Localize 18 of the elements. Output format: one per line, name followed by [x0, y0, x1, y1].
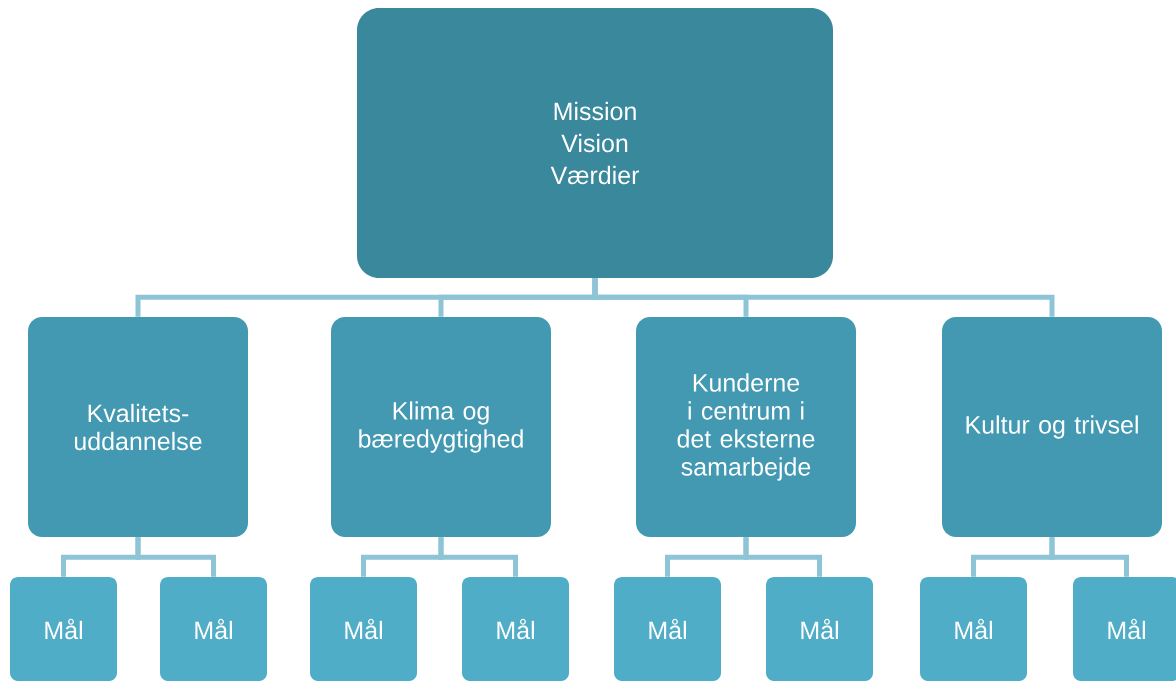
goal-box: Mål — [160, 577, 267, 681]
goal-box: Mål — [614, 577, 721, 681]
goal-area-box: Kvalitets-uddannelse — [28, 317, 248, 537]
goal-box: Mål — [462, 577, 569, 681]
goal-area-box: Klima og bæredygtighed — [331, 317, 551, 537]
goal-area-box: Kunderne i centrum i det eksterne samarbejde — [636, 317, 856, 537]
connector-line — [1049, 537, 1129, 577]
goal-area-box: Kultur og trivsel — [942, 317, 1162, 537]
connector-line — [135, 537, 216, 577]
goal-box: Mål — [310, 577, 417, 681]
goal-box: Mål — [920, 577, 1027, 681]
mission-box: Mission Vision Værdier — [357, 8, 833, 278]
connector-line — [438, 537, 518, 577]
connector-line — [743, 537, 822, 577]
connector-line — [592, 278, 1055, 317]
goal-box: Mål — [1073, 577, 1176, 681]
goal-box: Mål — [10, 577, 117, 681]
goal-box: Mål — [766, 577, 873, 681]
